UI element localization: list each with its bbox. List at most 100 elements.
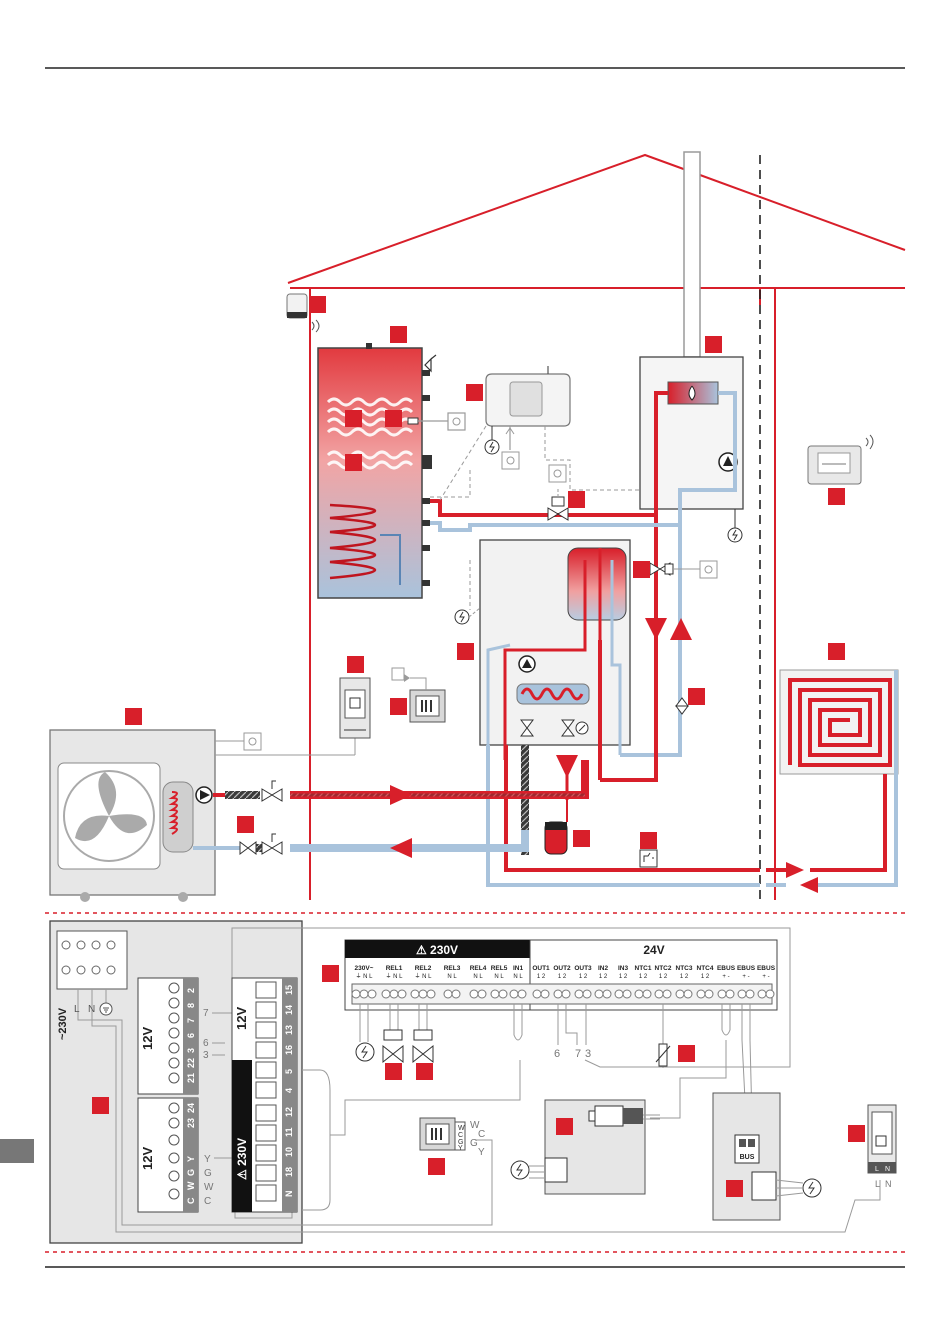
expansion-vessel [544,800,568,855]
right-num-0: 15 [284,985,294,995]
wire-w: W [204,1182,214,1193]
term-ebus2: EBUS [737,965,756,972]
outdoor-n-label: N [88,1004,95,1015]
header-24v: 24V [643,943,664,957]
terminal-block-12v-bottom: 12V 24 23 Y G W C Y G W C [137,1097,293,1219]
pins-ebus1: + - [722,974,729,980]
mixing-valve-sensor [649,560,718,715]
pins-ebus2: + - [742,974,749,980]
thermo-wire-w: W [470,1120,480,1131]
pins-ebus3: + - [762,974,769,980]
system-controller [484,366,571,470]
out-wire-7: 7 [575,1048,581,1060]
fill-valve [639,849,658,868]
term-out2: OUT2 [553,965,571,972]
pins-in1: N L [513,974,523,980]
term-ntc1: NTC1 [635,965,652,972]
pins-in2: 1 2 [599,974,608,980]
svg-text:G: G [458,1139,463,1146]
pins-230v: ⏚ N L [355,973,373,980]
block-top-num-4: 3 [186,1048,196,1053]
block-right-230v: ⚠ 230V [235,1138,249,1180]
pins-ntc3: 1 2 [680,974,689,980]
controller-terminal-strip: ⚠ 230V 24V 230V~ REL1 REL2 REL3 REL4 REL… [322,939,778,1011]
block-right-12v: 12V [234,1007,249,1030]
wire-g: G [204,1168,212,1179]
right-num-2: 13 [284,1025,294,1035]
term-out3: OUT3 [574,965,592,972]
wireless-outdoor-sensor [286,293,320,333]
term-230v: 230V~ [355,965,374,972]
header-230v: ⚠ 230V [416,943,458,957]
hp-flow-arrow [390,785,412,805]
interface-module [510,1099,660,1195]
block-bottom-voltage: 12V [140,1147,155,1170]
term-ntc4: NTC4 [697,965,714,972]
block-top-num-2: 7 [186,1018,196,1023]
wire-number-labels: 6 7 3 [554,1048,591,1060]
pins-rel2: ⏚ N L [414,973,432,980]
right-num-3: 16 [284,1045,294,1055]
outdoor-heat-pump-unit [49,729,356,902]
block-top-num-6: 21 [186,1073,196,1083]
term-in2: IN2 [598,965,609,972]
pins-ntc1: 1 2 [639,974,648,980]
block-top-num-3: 6 [186,1033,196,1038]
terminal-block-12v-top: 12V 2 8 7 6 3 22 21 7 6 3 [137,927,791,1095]
wire-label-6: 6 [203,1038,209,1049]
out-wire-3: 3 [585,1048,591,1060]
term-rel1: REL1 [386,965,403,972]
term-rel4: REL4 [470,965,487,972]
indoor-hydraulic-unit [454,539,631,778]
pins-rel1: ⏚ N L [385,973,403,980]
callout-markers [125,296,845,849]
term-rel5: REL5 [491,965,508,972]
term-ebus1: EBUS [717,965,736,972]
block-bottom-num-0: 24 [186,1103,196,1113]
term-ebus3: EBUS [757,965,776,972]
wire-y: Y [204,1154,211,1165]
term-in1: IN1 [513,965,524,972]
right-num-4: 5 [284,1069,294,1074]
pins-out1: 1 2 [537,974,546,980]
dhw-cylinder [317,343,466,599]
bus-label: BUS [740,1154,755,1161]
right-num-6: 12 [284,1107,294,1117]
term-rel3: REL3 [444,965,461,972]
room-unit-wire-n: N [885,1179,892,1189]
right-num-5: 4 [284,1088,294,1093]
block-bottom-num-1: 23 [186,1118,196,1128]
pins-ntc4: 1 2 [701,974,710,980]
flue-pipe [683,151,701,358]
thermo-wire-g: G [470,1138,478,1149]
pins-rel3: N L [447,974,457,980]
aux-thermostat [391,667,446,723]
right-num-7: 11 [284,1127,294,1137]
outdoor-l-label: L [74,1004,80,1015]
wire-label-7: 7 [203,1008,209,1019]
underfloor-heating-circuit [766,669,899,893]
room-unit-n: N [885,1166,890,1173]
term-in3: IN3 [618,965,629,972]
flow-arrow-down [645,618,667,640]
block-top-num-1: 8 [186,1003,196,1008]
block-top-num-5: 22 [186,1058,196,1068]
room-thermostat-wireless [807,434,874,485]
pins-ntc2: 1 2 [659,974,668,980]
thermo-wire-c: C [478,1129,485,1140]
pins-rel4: N L [473,974,483,980]
term-out1: OUT1 [532,965,550,972]
controller-power-and-valves [355,1029,695,1080]
term-rel2: REL2 [415,965,432,972]
diverter-valve [547,464,569,521]
room-unit-wire-l: L [875,1179,880,1189]
block-bottom-letter-c: C [186,1197,196,1204]
block-top-voltage: 12V [140,1027,155,1050]
terminal-block-230v: 12V ⚠ 230V 15 14 13 16 5 4 12 11 10 18 N [231,977,521,1213]
block-bottom-letter-y: Y [186,1156,196,1162]
svg-text:W: W [458,1125,465,1132]
right-num-1: 14 [284,1005,294,1015]
right-num-9: 18 [284,1167,294,1177]
wired-room-unit [339,677,371,739]
